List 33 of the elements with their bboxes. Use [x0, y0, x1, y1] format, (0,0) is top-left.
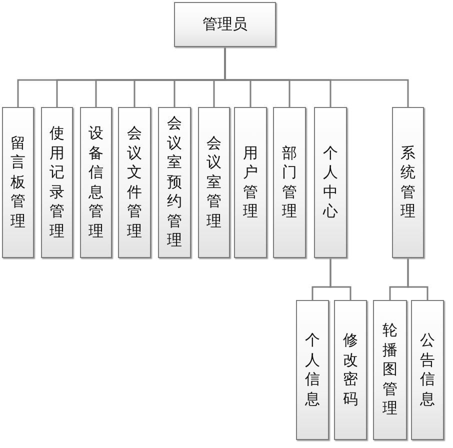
module-label: 系统管理 — [400, 144, 416, 222]
module-label: 个人信息 — [305, 331, 320, 409]
module-label: 设备信息管理 — [88, 124, 104, 241]
module-box — [234, 107, 267, 258]
module-box — [273, 107, 306, 258]
module-box — [296, 300, 329, 440]
module-label: 公告信息 — [420, 331, 435, 409]
module-box — [2, 107, 34, 258]
module-label: 个人中心 — [323, 144, 338, 222]
module-box — [158, 107, 191, 258]
module-label: 会议文件管理 — [127, 124, 142, 241]
connector-line — [224, 47, 409, 107]
module-box — [314, 107, 347, 258]
module-label: 会议室管理 — [206, 134, 222, 232]
module-label: 用户管理 — [243, 144, 258, 222]
connector-line — [330, 258, 352, 300]
module-box — [41, 107, 73, 258]
module-box — [198, 107, 230, 258]
module-box — [411, 300, 444, 440]
module-box — [392, 107, 424, 258]
module-label: 管理员 — [202, 15, 248, 34]
module-label: 轮播图管理 — [382, 321, 398, 419]
module-label: 留言板管理 — [10, 134, 26, 232]
module-label: 使用记录管理 — [50, 124, 64, 241]
connector-line — [407, 258, 428, 300]
module-box — [80, 107, 112, 258]
module-label: 部门管理 — [282, 144, 297, 222]
module-box — [373, 300, 407, 440]
module-label: 修改密码 — [343, 331, 358, 409]
module-box — [334, 300, 367, 440]
module-box — [174, 2, 276, 47]
module-box — [118, 107, 151, 258]
module-label: 会议室预约管理 — [167, 114, 182, 251]
